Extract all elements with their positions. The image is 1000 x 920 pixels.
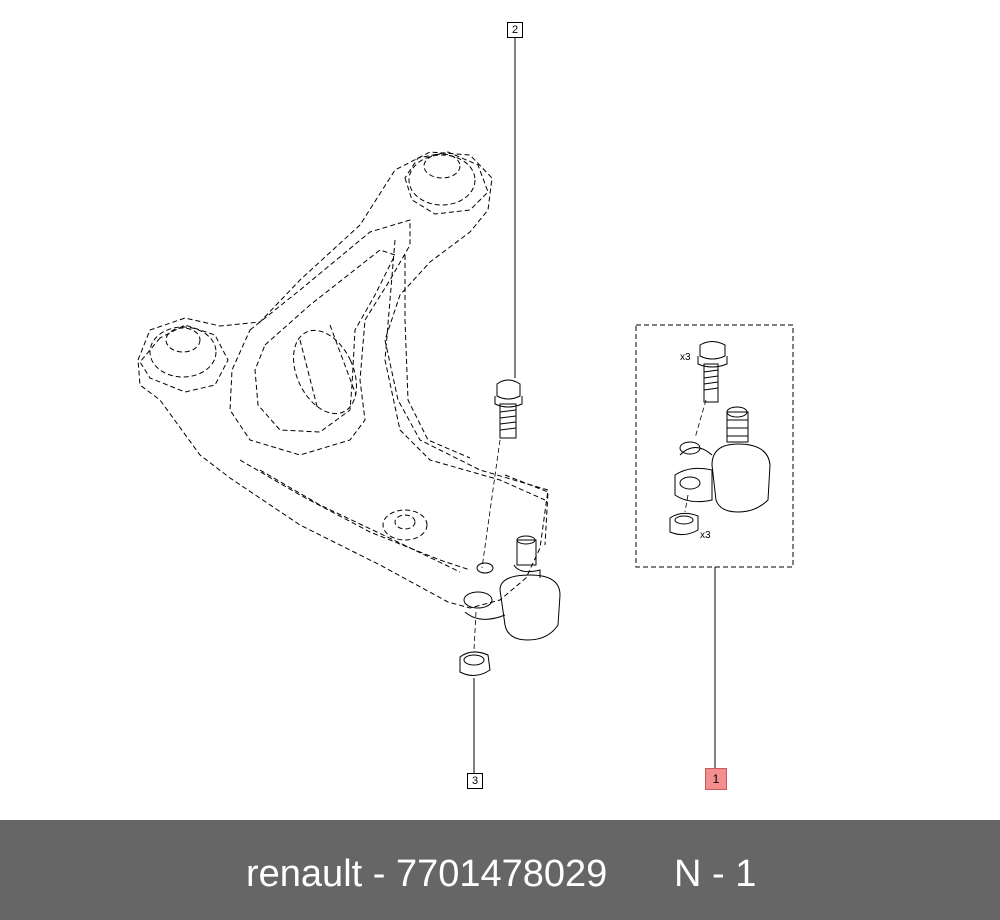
diagram-drawing — [137, 38, 794, 773]
kit-ball-joint — [674, 406, 771, 513]
part-number-text: renault - 7701478029 — [246, 853, 608, 895]
nut-part-3 — [459, 651, 491, 676]
parts-diagram: 2 3 1 x3 x3 — [137, 22, 794, 790]
callout-2[interactable]: 2 — [507, 22, 523, 38]
bolt-part-2 — [494, 379, 523, 439]
kit-bolt — [697, 341, 728, 403]
bolt-quantity: x3 — [680, 352, 691, 363]
nut-quantity: x3 — [700, 530, 711, 541]
footer-banner: renault - 7701478029 N - 1 — [0, 820, 1000, 920]
kit-box — [635, 324, 794, 568]
ball-joint-on-arm — [463, 535, 561, 641]
reference-text: N - 1 — [674, 853, 757, 895]
callout-3[interactable]: 3 — [467, 773, 483, 789]
control-arm-outline — [137, 151, 549, 609]
callout-1-highlighted[interactable]: 1 — [705, 768, 727, 790]
kit-nut — [669, 512, 699, 536]
alignment-lines — [473, 399, 707, 651]
